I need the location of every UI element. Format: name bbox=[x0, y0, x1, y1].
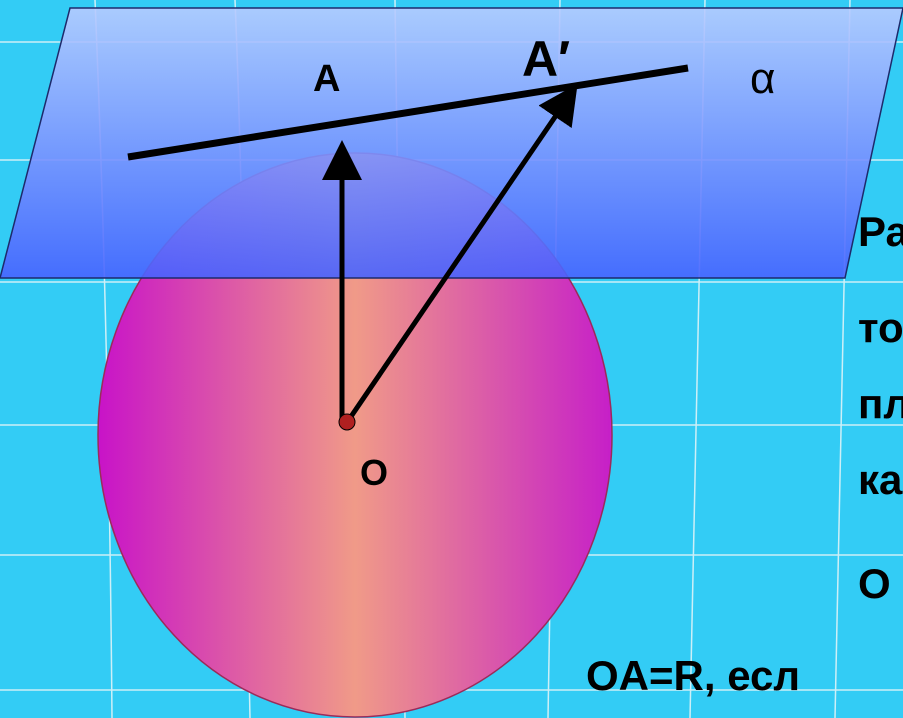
text-line-1: Ра bbox=[858, 208, 903, 255]
line-in-plane bbox=[127, 64, 689, 161]
text-line-3: пл bbox=[858, 380, 903, 427]
label-point-a-prime: A′ bbox=[522, 31, 571, 87]
text-line-2: то bbox=[858, 304, 903, 351]
label-plane-alpha: α bbox=[750, 54, 776, 103]
vector-oa-prime bbox=[347, 83, 578, 420]
label-center-o: O bbox=[360, 452, 389, 493]
plane-alpha bbox=[0, 7, 903, 279]
text-line-6: OA=R, есл bbox=[586, 652, 801, 699]
center-point bbox=[338, 413, 356, 431]
text-line-5: О bbox=[858, 560, 891, 607]
label-point-a: A bbox=[313, 58, 341, 100]
text-line-4: ка bbox=[858, 456, 903, 503]
